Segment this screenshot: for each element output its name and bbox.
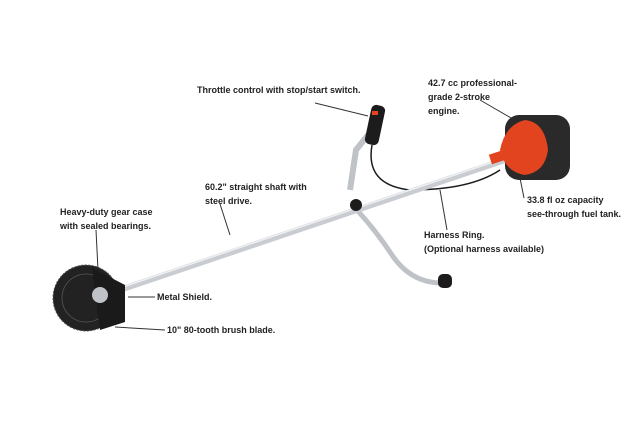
label-fueltank: 33.8 fl oz capacity see-through fuel tan… xyxy=(527,193,621,221)
u-handle xyxy=(350,203,441,286)
throttle-grip xyxy=(364,104,386,146)
label-fueltank-line: see-through fuel tank. xyxy=(527,209,622,219)
label-gearcase-line: with sealed bearings. xyxy=(60,221,152,231)
leader-lines xyxy=(95,99,525,331)
handle-knob xyxy=(350,199,362,211)
label-fueltank-line: 33.8 fl oz capacity xyxy=(527,195,604,205)
label-blade: 10" 80-tooth brush blade. xyxy=(167,325,276,335)
label-engine: 42.7 cc professional- grade 2-stroke eng… xyxy=(428,76,517,118)
handle-grip xyxy=(438,274,452,288)
label-engine-line: engine. xyxy=(428,106,460,116)
brush-blade xyxy=(52,264,125,332)
label-harness-line: Harness Ring. xyxy=(424,230,485,240)
label-shaft-line: 60.2" straight shaft with xyxy=(205,182,307,192)
drive-shaft xyxy=(102,157,508,298)
label-throttle: Throttle control with stop/start switch. xyxy=(197,85,361,95)
label-shield: Metal Shield. xyxy=(157,292,213,302)
label-harness: Harness Ring. (Optional harness availabl… xyxy=(424,228,544,256)
label-shaft-line: steel drive. xyxy=(205,196,253,206)
label-gearcase: Heavy-duty gear case with sealed bearing… xyxy=(60,205,153,233)
label-shaft: 60.2" straight shaft with steel drive. xyxy=(205,180,307,208)
label-engine-line: 42.7 cc professional- xyxy=(428,78,518,88)
label-harness-line: (Optional harness available) xyxy=(424,244,545,254)
label-gearcase-line: Heavy-duty gear case xyxy=(60,207,153,217)
engine xyxy=(488,115,570,180)
label-engine-line: grade 2-stroke xyxy=(428,92,491,102)
